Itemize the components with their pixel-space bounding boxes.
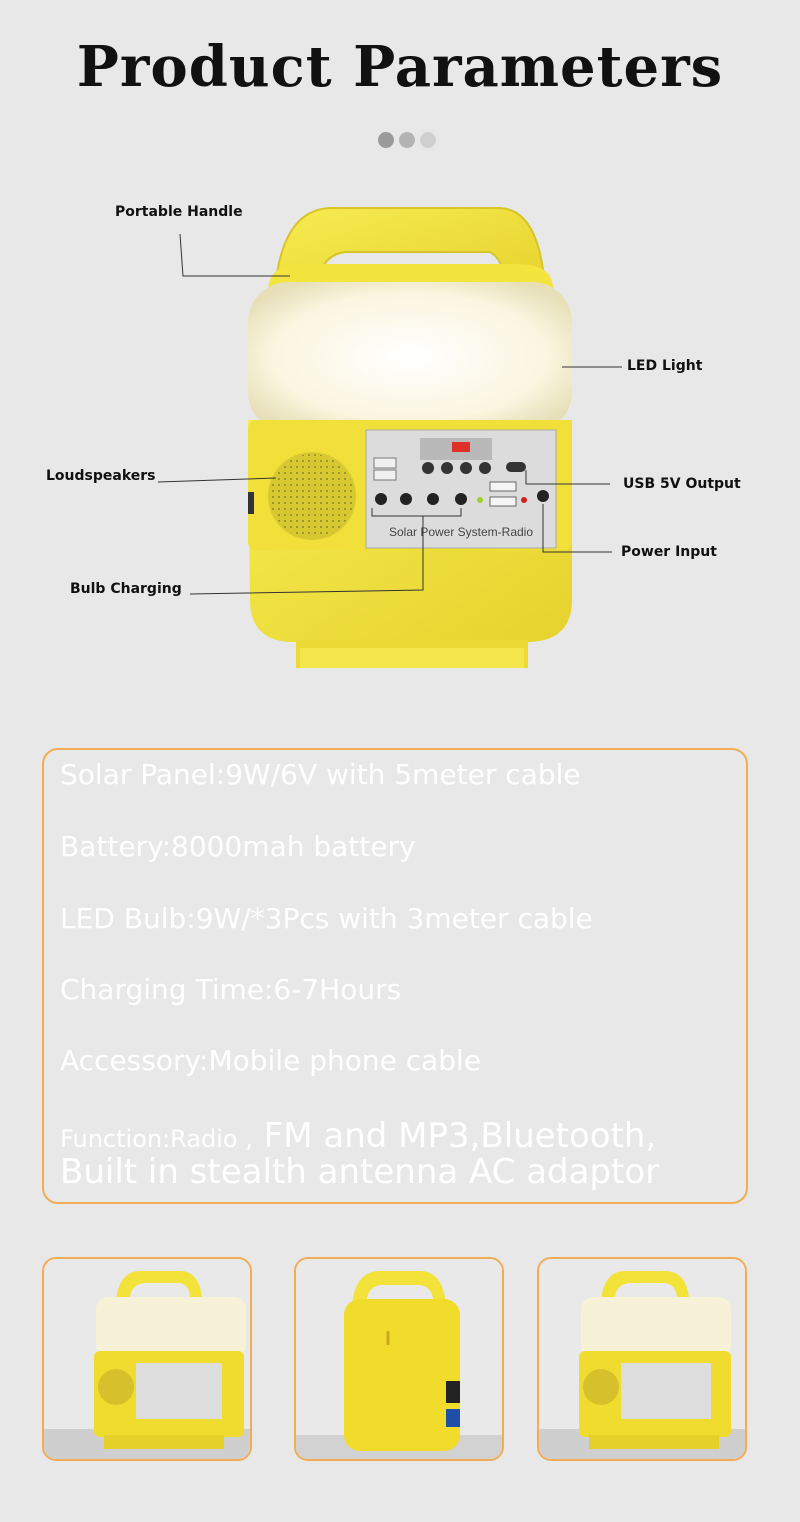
product-thumbnail-front[interactable]: [42, 1257, 252, 1461]
spec-function: Function:Radio , FM and MP3,Bluetooth,: [60, 1116, 656, 1156]
spec-accessory: Accessory:Mobile phone cable: [60, 1044, 482, 1077]
spec-function-line2: Built in stealth antenna AC adaptor: [60, 1152, 660, 1192]
carousel-dot[interactable]: [420, 132, 436, 148]
label-bulb-charging: Bulb Charging: [70, 581, 182, 597]
spec-charging-time: Charging Time:6-7Hours: [60, 973, 402, 1006]
thumbnail-front-image: [44, 1259, 250, 1459]
carousel-dots: [378, 132, 436, 148]
spec-battery: Battery:8000mah battery: [60, 830, 416, 863]
spec-function-rest: FM and MP3,Bluetooth,: [252, 1116, 657, 1156]
product-thumbnail-angle[interactable]: [537, 1257, 747, 1461]
product-diagram: Solar Power System-Radio Portable Handle…: [0, 170, 800, 700]
product-thumbnail-back[interactable]: [294, 1257, 504, 1461]
spec-function-prefix: Function:Radio ,: [60, 1125, 253, 1153]
page-title: Product Parameters: [76, 34, 724, 100]
label-power-input: Power Input: [621, 544, 717, 560]
thumbnail-back-image: [296, 1259, 502, 1459]
panel-text: Solar Power System-Radio: [389, 525, 533, 539]
label-usb-output: USB 5V Output: [623, 476, 741, 492]
specifications-box: Solar Panel:9W/6V with 5meter cable Batt…: [42, 748, 748, 1204]
spec-solar-panel: Solar Panel:9W/6V with 5meter cable: [60, 758, 581, 791]
carousel-dot[interactable]: [378, 132, 394, 148]
product-illustration: Solar Power System-Radio: [157, 207, 622, 668]
thumbnail-angle-image: [539, 1259, 745, 1459]
label-led-light: LED Light: [627, 358, 703, 374]
label-portable-handle: Portable Handle: [115, 204, 243, 220]
carousel-dot[interactable]: [399, 132, 415, 148]
label-loudspeakers: Loudspeakers: [46, 468, 156, 484]
spec-led-bulb: LED Bulb:9W/*3Pcs with 3meter cable: [60, 902, 593, 935]
